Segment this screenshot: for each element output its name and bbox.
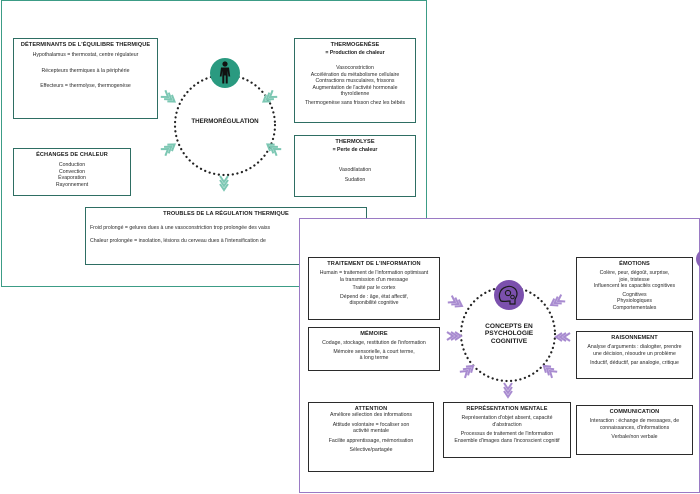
emotions-line-6: Comportementales xyxy=(612,304,657,311)
thermogenese-box: THERMOGENÈSE = Production de chaleur Vas… xyxy=(294,38,416,123)
thermogenese-line-1: Vasoconstriction xyxy=(336,65,374,71)
thermolyse-line-1: Vasodilatation xyxy=(338,167,372,173)
raisonnement-title: RAISONNEMENT xyxy=(611,335,658,341)
communication-box: COMMUNICATION Interaction : échange de m… xyxy=(576,405,693,455)
traitement-line-5: disponibilité cognitive xyxy=(349,300,399,307)
thermogenese-line-6: Thermogenèse sans frisson chez les bébés xyxy=(304,99,406,106)
raisonnement-line-3: Inductif, déductif, par analogie, critiq… xyxy=(590,360,679,367)
thermo-center-label: THERMORÉGULATION xyxy=(191,118,259,125)
psycho-connectors xyxy=(446,251,700,399)
determinants-box: DÉTERMINANTS DE L'ÉQUILIBRE THERMIQUE Hy… xyxy=(13,38,158,119)
representation-line-1: Représentation d'objet absent, capacité xyxy=(461,415,553,421)
echanges-box: ÉCHANGES DE CHALEUR Conduction Convectio… xyxy=(13,148,131,196)
communication-line-1: Interaction : échange de messages, de xyxy=(589,418,680,424)
determinants-title: DÉTERMINANTS DE L'ÉQUILIBRE THERMIQUE xyxy=(20,42,151,48)
attention-line-3: activité mentale xyxy=(352,428,390,435)
psycho-center-line-2: PSYCHOLOGIE xyxy=(484,330,534,338)
raisonnement-line-2: une décision, résoudre un problème xyxy=(593,350,676,357)
attention-line-4: Facilite apprentissage, mémorisation xyxy=(328,437,414,444)
representation-line-4: Ensemble d'images dans l'inconscient cog… xyxy=(454,437,560,444)
psycho-center-line-3: COGNITIVE xyxy=(490,337,528,345)
memoire-line-1: Codage, stockage, restitution de l'infor… xyxy=(322,340,426,346)
thermoregulation-diagram: THERMORÉGULATION DÉTERMINANTS DE L'ÉQUIL… xyxy=(1,0,427,287)
representation-line-3: Processus de traitement de l'information xyxy=(460,431,554,438)
memoire-line-3: à long terme xyxy=(359,355,389,362)
thermogenese-title: THERMOGENÈSE xyxy=(330,42,380,48)
thermogenese-line-2: Accélération du métabolisme cellulaire xyxy=(310,71,400,78)
memoire-box: MÉMOIRE Codage, stockage, restitution de… xyxy=(308,327,440,371)
attention-title: ATTENTION xyxy=(354,406,388,412)
determinants-line-3: Effecteurs = thermolyse, thermogenèse xyxy=(40,83,131,90)
echanges-line-4: Rayonnement xyxy=(55,181,89,188)
emotions-line-2: joie, tristesse xyxy=(619,276,650,283)
determinants-line-2: Récepteurs thermiques à la périphérie xyxy=(41,67,130,74)
determinants-line-1: Hypothalamus = thermostat, centre régula… xyxy=(32,52,139,58)
thermolyse-line-2: Sudation xyxy=(344,176,366,183)
troubles-title: TROUBLES DE LA RÉGULATION THERMIQUE xyxy=(163,211,289,217)
thermogenese-line-5: thyroïdienne xyxy=(340,91,370,98)
thermolyse-box: THERMOLYSE = Perte de chaleur Vasodilata… xyxy=(294,135,416,197)
traitement-line-2: la transmission d'un message xyxy=(339,276,409,283)
psycho-center-label: CONCEPTS EN PSYCHOLOGIE COGNITIVE xyxy=(470,323,548,345)
psychologie-cognitive-diagram: CONCEPTS EN PSYCHOLOGIE COGNITIVE TRAITE… xyxy=(299,218,700,493)
chevron-arrows xyxy=(160,89,282,192)
attention-line-1: Améliore sélection des informations xyxy=(330,412,412,418)
troubles-line-1: Froid prolongé = gelures dues à une vaso… xyxy=(90,225,271,231)
traitement-line-3: Traité par le cortex xyxy=(352,285,396,292)
echanges-line-1: Conduction xyxy=(58,162,86,168)
brain-gears-icon xyxy=(494,280,524,310)
thermo-connectors xyxy=(160,58,282,192)
emotions-line-1: Colère, peur, dégoût, surprise, xyxy=(599,270,670,276)
thermogenese-line-3: Contractions musculaires, frissons xyxy=(315,78,395,85)
attention-box: ATTENTION Améliore sélection des informa… xyxy=(308,402,434,472)
communication-title: COMMUNICATION xyxy=(609,409,660,415)
psycho-center-line-1: CONCEPTS EN xyxy=(485,323,533,330)
thermolyse-subtitle: = Perte de chaleur xyxy=(332,147,378,153)
emotions-box: ÉMOTIONS Colère, peur, dégoût, surprise,… xyxy=(576,257,693,320)
communication-line-3: Verbale/non verbale xyxy=(611,434,658,441)
raisonnement-box: RAISONNEMENT Analyse d'arguments : dialo… xyxy=(576,331,693,379)
emotions-line-4: Cognitives xyxy=(622,291,647,298)
memoire-title: MÉMOIRE xyxy=(360,331,388,337)
chevron-arrows xyxy=(446,294,571,399)
traitement-title: TRAITEMENT DE L'INFORMATION xyxy=(327,261,421,267)
troubles-line-2: Chaleur prolongée = insolation, lésions … xyxy=(90,237,266,244)
communication-line-2: connaissances, d'informations xyxy=(599,424,670,431)
representation-line-2: d'abstraction xyxy=(492,421,522,428)
dotted-circle xyxy=(173,73,277,177)
memoire-line-2: Mémoire sensorielle, à court terme, xyxy=(333,348,415,355)
edge-circle xyxy=(696,251,700,267)
emotions-line-5: Physiologiques xyxy=(617,298,652,305)
thermogenese-subtitle: = Production de chaleur xyxy=(325,50,385,56)
attention-line-5: Sélective/partagée xyxy=(349,447,393,454)
traitement-line-4: Dépend de : âge, état affectif, xyxy=(340,293,408,300)
traitement-line-1: Humain = traitement de l'information opt… xyxy=(319,270,429,276)
emotions-title: ÉMOTIONS xyxy=(619,261,650,267)
thermolyse-title: THERMOLYSE xyxy=(335,139,375,145)
echanges-title: ÉCHANGES DE CHALEUR xyxy=(36,152,108,158)
attention-line-2: Attitude volontaire = focaliser son xyxy=(332,421,410,428)
emotions-line-3: Influencent les capacités cognitives xyxy=(593,283,676,290)
representation-title: REPRÉSENTATION MENTALE xyxy=(466,406,548,412)
echanges-line-3: Évaporation xyxy=(58,175,86,182)
person-icon xyxy=(210,58,240,88)
traitement-box: TRAITEMENT DE L'INFORMATION Humain = tra… xyxy=(308,257,440,320)
raisonnement-line-1: Analyse d'arguments : dialogiter, prendr… xyxy=(587,344,682,350)
thermogenese-line-4: Augmentation de l'activité hormonale xyxy=(312,84,398,91)
representation-box: REPRÉSENTATION MENTALE Représentation d'… xyxy=(443,402,571,458)
echanges-line-2: Convection xyxy=(59,168,85,175)
